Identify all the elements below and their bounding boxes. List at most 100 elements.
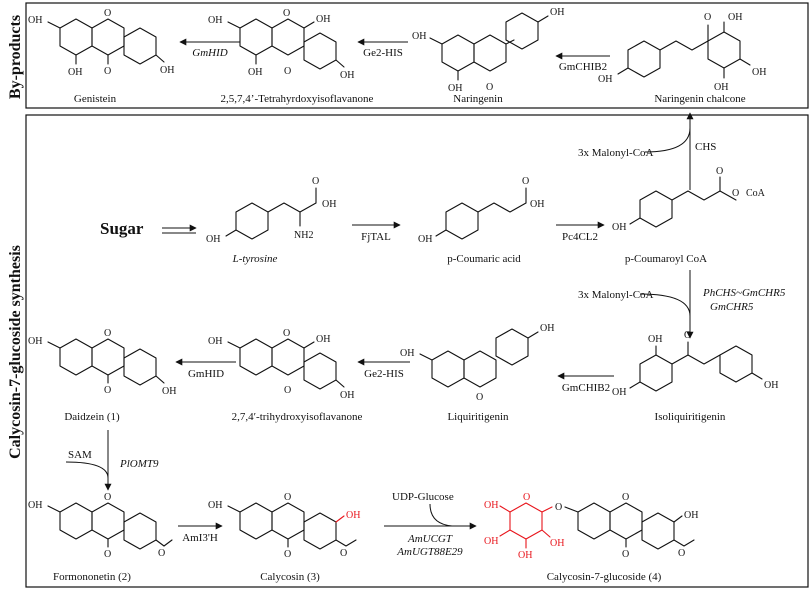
genistein-oh2: OH <box>68 67 82 78</box>
calycosin-o1: O <box>284 492 291 503</box>
arrow-udp-curve <box>429 503 453 527</box>
naringenin-chalcone-label: Naringenin chalcone <box>654 93 745 105</box>
tyrosine-oh2: OH <box>206 234 220 245</box>
calycosin-o2: O <box>284 549 291 560</box>
formononetin-oh: OH <box>28 500 42 511</box>
chalcone-oh1: OH <box>728 12 742 23</box>
formononetin-structure <box>47 502 173 550</box>
tetra-o2: O <box>284 66 291 77</box>
tyrosine-nh2: NH2 <box>294 230 313 241</box>
enzyme-chs: CHS <box>695 141 716 153</box>
formononetin-o2: O <box>104 549 111 560</box>
formononetin-label: Formononetin (2) <box>53 571 131 583</box>
tyrosine-oh: OH <box>322 199 336 210</box>
c7g-o3: O <box>678 548 685 559</box>
naringenin-chalcone-structure <box>617 21 751 79</box>
byproducts-panel <box>25 2 809 109</box>
tetrahydroxyisoflavanone-structure <box>227 18 345 70</box>
enzyme-amucgt: AmUCGT <box>407 533 453 545</box>
liquiritigenin-structure <box>419 328 539 388</box>
coumaroyl-o1: O <box>716 166 723 177</box>
coumaroyl-o2: O <box>732 188 739 199</box>
c7g-glc-oh4: OH <box>550 538 564 549</box>
enzyme-malonyl-mid: 3x Malonyl-CoA <box>578 289 654 301</box>
isoliquiritigenin-label: Isoliquiritigenin <box>655 411 726 423</box>
trihydroxy-oh3: OH <box>340 390 354 401</box>
coumaric-structure <box>435 187 527 240</box>
trihydroxy-label: 2,7,4′-trihydroxyisoflavanone <box>232 411 363 423</box>
genistein-oh1: OH <box>28 15 42 26</box>
enzyme-ge2his-mid: Ge2-HIS <box>364 368 404 380</box>
enzyme-gmchib2-top: GmCHIB2 <box>559 61 607 73</box>
tetra-oh3: OH <box>248 67 262 78</box>
tetra-oh2: OH <box>316 14 330 25</box>
tetra-o1: O <box>283 8 290 19</box>
arrow-malonyl-top-curve <box>644 127 691 153</box>
coumaroyl-coa: CoA <box>746 188 766 199</box>
enzyme-gmhid-mid: GmHID <box>188 368 224 380</box>
calycosin-structure <box>227 502 357 550</box>
enzyme-udp: UDP-Glucose <box>392 491 454 503</box>
liquiritigenin-oh2: OH <box>540 323 554 334</box>
enzyme-amugt: AmUGT88E29 <box>396 546 463 558</box>
isoliquiritigenin-oh2: OH <box>612 387 626 398</box>
enzyme-gmchib2-mid: GmCHIB2 <box>562 382 610 394</box>
byproducts-label: By-products <box>7 15 24 99</box>
isoliquiritigenin-oh3: OH <box>764 380 778 391</box>
daidzein-oh2: OH <box>162 386 176 397</box>
chalcone-oh4: OH <box>752 67 766 78</box>
c7g-o2: O <box>622 549 629 560</box>
trihydroxy-o1: O <box>283 328 290 339</box>
daidzein-structure <box>47 338 165 386</box>
naringenin-oh3: OH <box>550 7 564 18</box>
liquiritigenin-oh1: OH <box>400 348 414 359</box>
genistein-oh3: OH <box>160 65 174 76</box>
coumaric-oh2: OH <box>418 234 432 245</box>
genistein-label: Genistein <box>74 93 117 105</box>
enzyme-pc4cl2: Pc4CL2 <box>562 231 598 243</box>
trihydroxy-o2: O <box>284 385 291 396</box>
c7g-glc-o: O <box>523 492 530 503</box>
liquiritigenin-o: O <box>476 392 483 403</box>
sugar-label: Sugar <box>100 219 144 238</box>
tyrosine-label: L-tyrosine <box>232 253 278 265</box>
naringenin-label: Naringenin <box>453 93 503 105</box>
enzyme-phchs: PhCHS~GmCHR5 <box>702 287 786 299</box>
c7g-o1: O <box>622 492 629 503</box>
formononetin-o1: O <box>104 492 111 503</box>
c7g-glc-oh2: OH <box>484 536 498 547</box>
enzyme-gmchr5: GmCHR5 <box>710 301 754 313</box>
trihydroxy-oh2: OH <box>316 334 330 345</box>
enzyme-gmhid-top: GmHID <box>192 47 227 59</box>
tetra-oh4: OH <box>340 70 354 81</box>
formononetin-o3: O <box>158 548 165 559</box>
tetrahydroxyisoflavanone-label: 2,5,7,4’-Tetrahyrdoxyisoflavanone <box>221 93 374 105</box>
genistein-structure <box>47 18 165 65</box>
naringenin-structure <box>429 12 549 81</box>
arrow-sam-curve <box>65 461 109 479</box>
chalcone-oh3: OH <box>714 82 728 93</box>
enzyme-malonyl-top: 3x Malonyl-CoA <box>578 147 654 159</box>
trihydroxy-oh1: OH <box>208 336 222 347</box>
arrow-malonyl-mid-curve <box>639 293 691 317</box>
calycosin-oh-red: OH <box>346 510 360 521</box>
isoliquiritigenin-oh1: OH <box>648 334 662 345</box>
naringenin-o1: O <box>486 82 493 93</box>
genistein-o2: O <box>104 66 111 77</box>
isoliquiritigenin-o: O <box>684 330 691 341</box>
enzyme-fjtal: FjTAL <box>361 231 391 243</box>
liquiritigenin-label: Liquiritigenin <box>447 411 509 423</box>
c7g-aglycone-structure <box>564 502 695 550</box>
coumaric-oh: OH <box>530 199 544 210</box>
naringenin-oh1: OH <box>412 31 426 42</box>
coumaric-label: p-Coumaric acid <box>447 253 521 265</box>
daidzein-o1: O <box>104 328 111 339</box>
c7g-glc-oh1: OH <box>484 500 498 511</box>
enzyme-ami3h: AmI3'H <box>182 532 218 544</box>
calycosin-oh: OH <box>208 500 222 511</box>
c7g-glucose-structure <box>499 502 553 549</box>
coumaric-o: O <box>522 176 529 187</box>
tyrosine-structure <box>225 187 317 240</box>
c7g-label: Calycosin-7-glucoside (4) <box>547 571 662 583</box>
